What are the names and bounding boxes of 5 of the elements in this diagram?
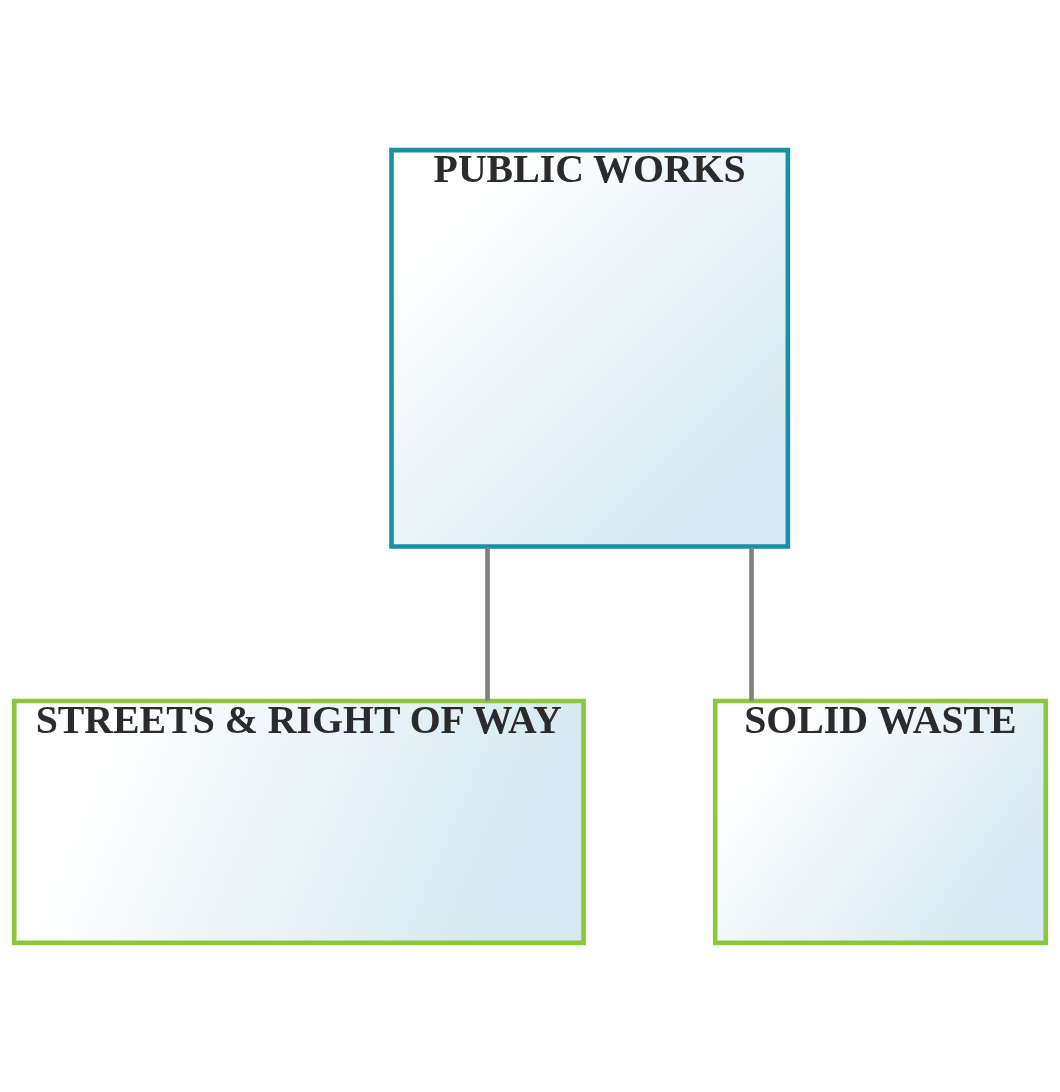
- node-box: PUBLIC WORKS: [389, 147, 791, 549]
- connector: [749, 546, 754, 701]
- connector: [485, 546, 490, 701]
- node-box: SOLID WASTE: [712, 698, 1049, 945]
- node-box: STREETS & RIGHT OF WAY: [11, 698, 586, 945]
